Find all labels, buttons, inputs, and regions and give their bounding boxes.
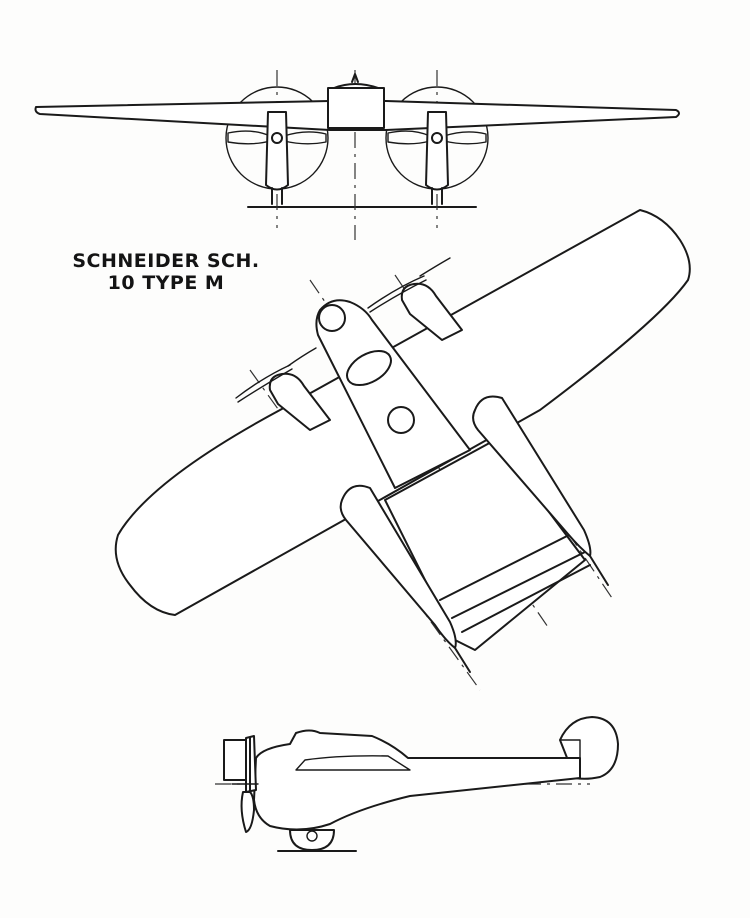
plan-elevator-line-a xyxy=(439,531,576,601)
front-left-blade-b xyxy=(283,131,327,145)
front-right-spinner xyxy=(431,132,443,144)
plan-left-prop-c xyxy=(287,347,317,367)
plan-right-prop-c xyxy=(419,257,451,277)
caption-line-2: 10 TYPE M xyxy=(107,272,225,294)
aircraft-caption: SCHNEIDER SCH. 10 TYPE M xyxy=(56,250,276,294)
side-view xyxy=(215,716,619,852)
plan-left-nacelle-tail xyxy=(454,647,471,673)
front-fuselage xyxy=(327,87,385,129)
plan-right-nacelle-front xyxy=(400,282,463,341)
plan-elevator-line-c xyxy=(461,564,591,633)
plan-fuselage xyxy=(315,299,471,489)
side-tail-step xyxy=(559,739,581,759)
front-right-nacelle xyxy=(425,111,449,191)
plan-right-prop-a xyxy=(367,275,425,309)
front-left-nacelle xyxy=(265,111,289,191)
plan-rear-cockpit xyxy=(387,406,415,434)
plan-right-prop-b xyxy=(369,279,427,313)
front-view xyxy=(34,70,680,240)
side-prop-blade xyxy=(240,791,255,833)
side-wheel-hub xyxy=(306,830,318,842)
side-wheel xyxy=(289,829,335,851)
plan-cockpit-opening xyxy=(346,349,392,387)
plan-view xyxy=(114,209,691,691)
plan-left-prop-b xyxy=(237,368,293,403)
plan-elevator-line-b xyxy=(451,551,586,619)
plan-right-nacelle-tail xyxy=(589,555,609,586)
plan-nose-window xyxy=(318,304,346,332)
side-cockpit xyxy=(295,755,411,771)
front-right-blade-a xyxy=(387,130,431,145)
caption-line-1: SCHNEIDER SCH. xyxy=(72,250,260,272)
side-fuselage xyxy=(253,729,581,831)
front-fuselage-top xyxy=(333,83,379,89)
front-left-spinner xyxy=(271,132,283,144)
side-engine-box xyxy=(223,739,249,781)
front-right-gear xyxy=(431,187,443,205)
front-tail-tip xyxy=(351,73,359,83)
front-left-blade-a xyxy=(227,130,271,145)
front-left-gear xyxy=(271,187,283,205)
front-right-blade-b xyxy=(443,131,487,145)
plan-left-prop-a xyxy=(235,364,291,399)
